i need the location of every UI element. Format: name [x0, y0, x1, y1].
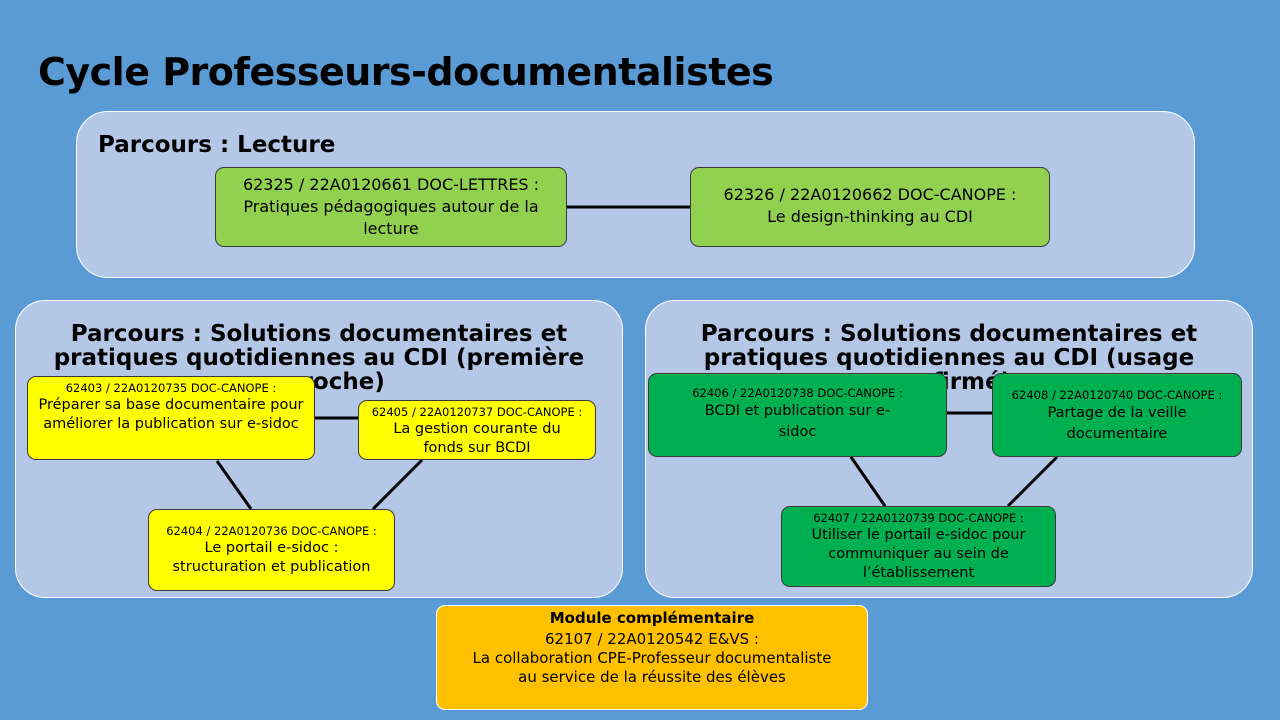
- parcours-usage-confirme-title: Parcours : Solutions documentaires et pr…: [700, 321, 1198, 395]
- module-code: 62407 / 22A0120739 DOC-CANOPE :: [813, 511, 1024, 525]
- module-label: La collaboration CPE-Professeur document…: [472, 649, 832, 686]
- module-label: BCDI et publication sur e-sidoc: [704, 403, 891, 440]
- module-code: 62408 / 22A0120740 DOC-CANOPE :: [1011, 388, 1223, 402]
- parcours-premiere-approche-title: Parcours : Solutions documentaires et pr…: [53, 321, 585, 395]
- module-label: Le portail e-sidoc : structuration et pu…: [172, 540, 371, 575]
- module-code: 62326 / 22A0120662 DOC-CANOPE :: [723, 185, 1017, 204]
- parcours-lecture-title: Parcours : Lecture: [98, 132, 336, 158]
- module-62326[interactable]: 62326 / 22A0120662 DOC-CANOPE : Le desig…: [690, 167, 1050, 247]
- module-complementaire-heading: Module complémentaire: [549, 609, 755, 627]
- module-label: La gestion courante du fonds sur BCDI: [393, 421, 561, 456]
- module-code: 62107 / 22A0120542 E&VS :: [544, 630, 759, 648]
- connector-62403-62404: [215, 460, 253, 510]
- module-62404[interactable]: 62404 / 22A0120736 DOC-CANOPE : Le porta…: [148, 509, 395, 591]
- module-code: 62325 / 22A0120661 DOC-LETTRES :: [242, 175, 540, 194]
- module-label: Le design-thinking au CDI: [767, 207, 973, 226]
- module-code: 62405 / 22A0120737 DOC-CANOPE :: [371, 405, 583, 419]
- module-62405[interactable]: 62405 / 22A0120737 DOC-CANOPE : La gesti…: [358, 400, 596, 460]
- module-62407[interactable]: 62407 / 22A0120739 DOC-CANOPE : Utiliser…: [781, 506, 1056, 587]
- module-code: 62406 / 22A0120738 DOC-CANOPE :: [692, 386, 903, 400]
- module-62408[interactable]: 62408 / 22A0120740 DOC-CANOPE : Partage …: [992, 373, 1242, 457]
- connector-62405-62404: [371, 458, 424, 511]
- module-complementaire-62107[interactable]: Module complémentaire 62107 / 22A0120542…: [436, 605, 868, 710]
- module-label: Pratiques pédagogiques autour de la lect…: [243, 197, 539, 238]
- module-label: Utiliser le portail e-sidoc pour communi…: [811, 527, 1026, 581]
- module-62406[interactable]: 62406 / 22A0120738 DOC-CANOPE : BCDI et …: [648, 373, 947, 457]
- page-title: Cycle Professeurs-documentalistes: [38, 50, 774, 94]
- connector-62408-62407: [1006, 455, 1059, 508]
- module-62325[interactable]: 62325 / 22A0120661 DOC-LETTRES : Pratiqu…: [215, 167, 567, 247]
- module-code: 62404 / 22A0120736 DOC-CANOPE :: [166, 524, 377, 538]
- connector-62406-62407: [849, 456, 887, 507]
- module-62403[interactable]: 62403 / 22A0120735 DOC-CANOPE : Préparer…: [27, 376, 315, 460]
- module-label: Préparer sa base documentaire pour améli…: [38, 397, 304, 432]
- module-code: 62403 / 22A0120735 DOC-CANOPE :: [65, 381, 277, 395]
- module-label: Partage de la veille documentaire: [1047, 405, 1187, 442]
